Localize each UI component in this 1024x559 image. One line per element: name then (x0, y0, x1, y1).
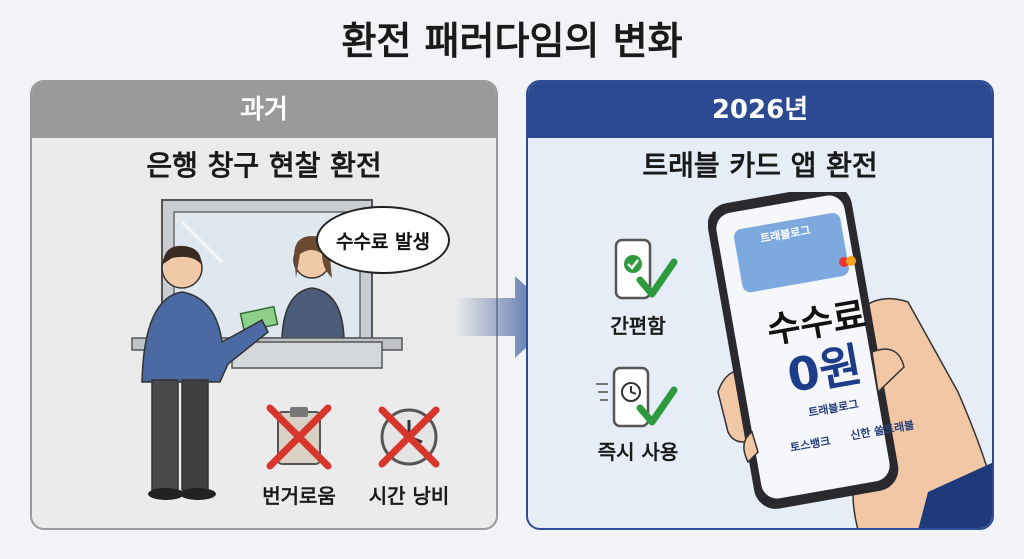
past-subtitle: 은행 창구 현찰 환전 (146, 149, 382, 182)
fee-speech-bubble: 수수료 발생 (316, 206, 450, 274)
future-subtitle: 트래블 카드 앱 환전 (642, 149, 878, 182)
bank-counter-illustration (131, 199, 403, 500)
future-panel: 2026년 트래블 카드 앱 환전 간편함 즉시 사용 트래블로그 수수료 0원… (526, 80, 994, 530)
past-panel: 과거 은행 창구 현찰 환전 수수료 발생 (30, 80, 498, 530)
phone-clock-check-icon (596, 366, 678, 428)
page-title: 환전 패러다임의 변화 (341, 19, 683, 63)
clock-crossed-icon (378, 406, 440, 468)
drawback-label-hassle: 번거로움 (262, 484, 336, 508)
clipboard-crossed-icon (266, 404, 332, 470)
hand-holding-phone-illustration (708, 192, 992, 528)
past-header: 과거 (32, 82, 496, 138)
phone-check-icon (614, 238, 678, 300)
benefit-label-instant: 즉시 사용 (597, 440, 679, 464)
benefit-label-easy: 간편함 (610, 314, 666, 338)
future-header: 2026년 (528, 82, 992, 138)
drawback-label-time-waste: 시간 낭비 (368, 484, 450, 508)
